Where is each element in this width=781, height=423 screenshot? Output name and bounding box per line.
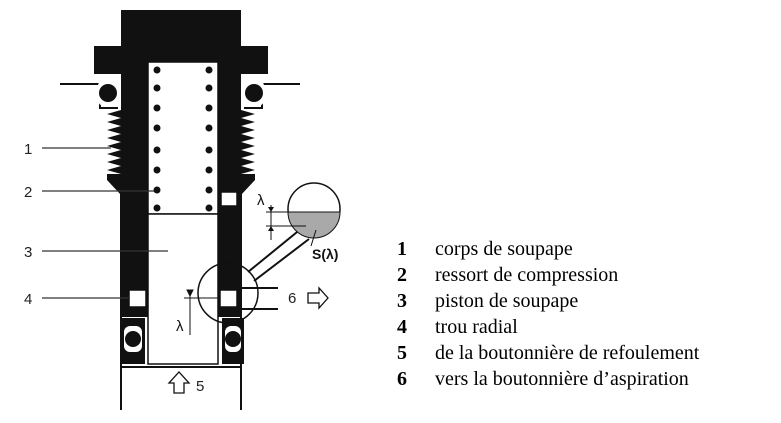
legend-number: 1 — [397, 238, 407, 260]
area-label: S(λ) — [312, 246, 338, 262]
valve-body — [94, 10, 268, 212]
magnifier-arrows — [247, 227, 310, 282]
callout-3-number: 3 — [24, 244, 32, 261]
callout-6-number: 6 — [288, 290, 296, 307]
legend-text: ressort de compression — [435, 264, 619, 286]
callout-5-number: 5 — [196, 378, 204, 395]
legend-text: piston de soupape — [435, 290, 579, 312]
legend-item: 4 trou radial — [397, 314, 699, 340]
compression-spring — [153, 66, 213, 212]
legend-item: 5 de la boutonnière de refoulement — [397, 340, 699, 366]
outlet-port — [241, 287, 278, 310]
legend-number: 3 — [397, 290, 407, 312]
radial-holes — [128, 191, 238, 308]
legend-text: de la boutonnière de refoulement — [435, 342, 700, 364]
lambda-dimension — [184, 289, 218, 335]
legend-number: 6 — [397, 368, 407, 390]
legend-item: 3 piston de soupape — [397, 288, 699, 314]
legend: 1 corps de soupape 2 ressort de compressio… — [397, 236, 699, 392]
callout-4-number: 4 — [24, 291, 32, 308]
magnified-lambda-label: λ — [257, 192, 265, 209]
legend-item: 1 corps de soupape — [397, 236, 699, 262]
legend-item: 2 ressort de compression — [397, 262, 699, 288]
legend-text: trou radial — [435, 316, 518, 338]
legend-number: 5 — [397, 342, 407, 364]
legend-text: vers la boutonnière d’aspiration — [435, 368, 689, 390]
legend-number: 4 — [397, 316, 407, 338]
lambda-label: λ — [176, 318, 184, 335]
legend-text: corps de soupape — [435, 238, 573, 260]
outlet-arrow-icon — [307, 286, 329, 310]
lower-o-rings — [121, 318, 244, 364]
piston — [147, 213, 219, 365]
detail-circle — [197, 262, 259, 324]
upper-o-rings — [98, 80, 264, 106]
callout-2-number: 2 — [24, 184, 32, 201]
callout-leaders — [42, 147, 168, 299]
callout-1-number: 1 — [24, 141, 32, 158]
legend-item: 6 vers la boutonnière d’aspiration — [397, 366, 699, 392]
inlet-arrow-icon — [167, 371, 191, 394]
legend-number: 2 — [397, 264, 407, 286]
magnified-view — [266, 182, 341, 247]
